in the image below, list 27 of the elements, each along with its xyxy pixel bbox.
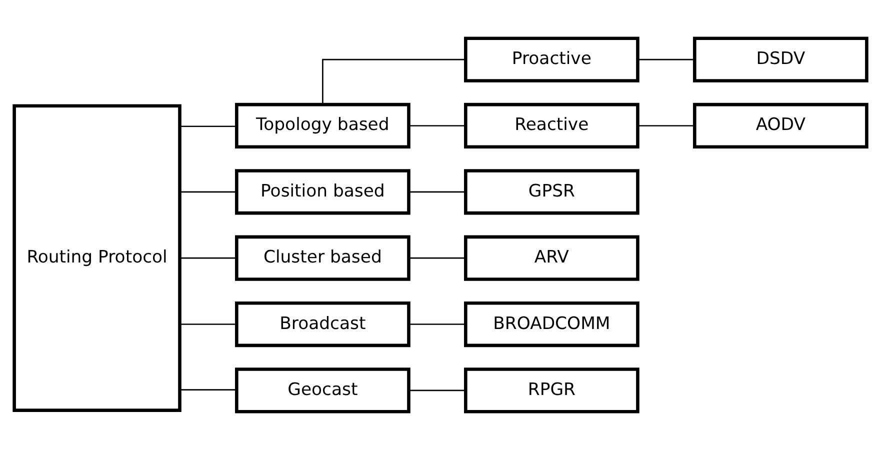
connector	[408, 190, 465, 192]
node-box: Reactive	[464, 102, 639, 148]
connector	[638, 58, 694, 60]
node-box: Broadcast	[234, 300, 410, 347]
connector	[179, 125, 236, 127]
node-box: AODV	[692, 102, 868, 148]
connector	[179, 190, 236, 192]
connector	[408, 124, 465, 126]
node-box: RPGR	[464, 367, 639, 413]
node-box: DSDV	[692, 36, 868, 82]
node-box: Geocast	[234, 367, 410, 413]
connector	[408, 323, 465, 324]
connector	[408, 256, 465, 258]
node-box: Cluster based	[234, 234, 410, 280]
connector	[179, 323, 236, 324]
connector	[179, 256, 236, 258]
connector	[638, 124, 694, 126]
node-box: Proactive	[464, 36, 639, 82]
node-box: Routing Protocol	[12, 104, 181, 412]
connector	[322, 58, 465, 104]
node-box: Position based	[234, 168, 410, 214]
node-box: GPSR	[464, 168, 639, 214]
connector	[408, 389, 465, 391]
node-box: ARV	[464, 234, 639, 280]
node-box: BROADCOMM	[464, 300, 639, 347]
connector	[179, 388, 236, 390]
node-box: Topology based	[234, 102, 410, 148]
